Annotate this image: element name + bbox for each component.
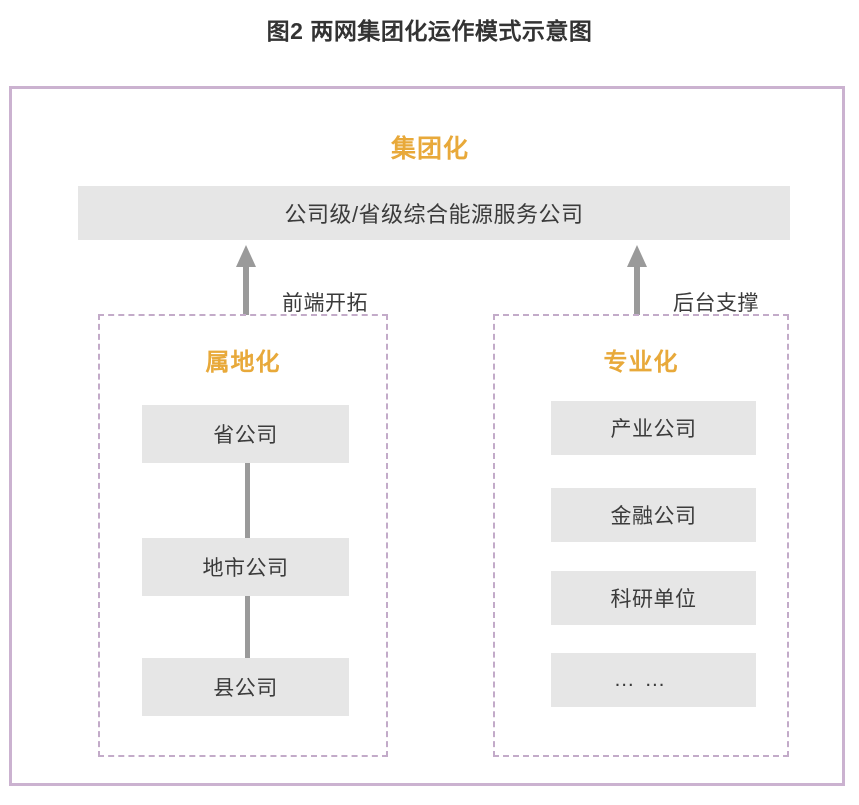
node-county-company: 县公司 [142, 658, 349, 716]
node-more-ellipsis: … … [551, 653, 756, 707]
panel-localization: 属地化 省公司 地市公司 县公司 [98, 314, 388, 757]
arrow-up-icon-back-office [626, 245, 648, 315]
panel-specialization: 专业化 产业公司 金融公司 科研单位 … … [493, 314, 789, 757]
connector-line [245, 596, 250, 658]
node-industry-company: 产业公司 [551, 401, 756, 455]
arrow-label-front-end: 前端开拓 [282, 292, 368, 315]
figure-title: 图2 两网集团化运作模式示意图 [266, 18, 593, 44]
node-finance-company: 金融公司 [551, 488, 756, 542]
node-city-company: 地市公司 [142, 538, 349, 596]
panel-heading-specialization: 专业化 [603, 349, 679, 376]
connector-line [245, 463, 250, 538]
node-research-institute: 科研单位 [551, 571, 756, 625]
arrow-label-back-office: 后台支撑 [673, 292, 759, 315]
diagram-frame: 集团化 公司级/省级综合能源服务公司 前端开拓 后台支撑 属地化 省公司 地市公… [9, 86, 845, 786]
group-level-heading: 集团化 [390, 135, 469, 163]
arrow-up-icon-front-end [235, 245, 257, 315]
panel-heading-localization: 属地化 [205, 349, 281, 376]
node-province-company: 省公司 [142, 405, 349, 463]
group-top-node: 公司级/省级综合能源服务公司 [78, 186, 790, 240]
